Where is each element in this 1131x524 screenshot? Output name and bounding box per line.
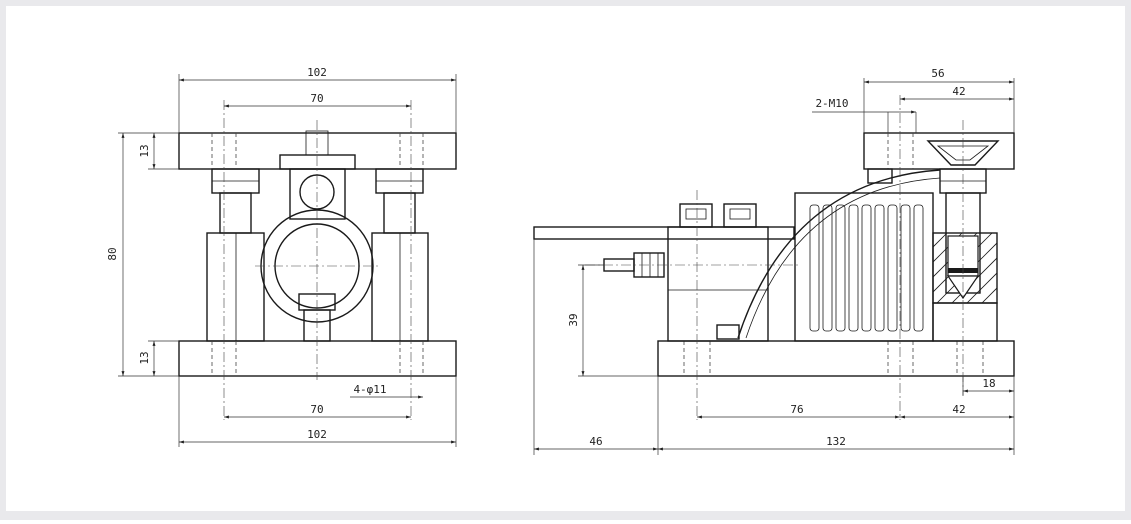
side-overhang-label: 46 bbox=[589, 435, 602, 448]
side-long-bar bbox=[533, 226, 795, 240]
side-view bbox=[533, 95, 1015, 420]
side-left-body bbox=[667, 226, 769, 342]
side-top-offset-label: 42 bbox=[952, 85, 965, 98]
side-cap-screw-2 bbox=[723, 203, 757, 228]
side-cable-inner bbox=[745, 177, 941, 339]
front-left-stud bbox=[219, 192, 252, 234]
front-bracket bbox=[289, 168, 346, 220]
front-view bbox=[178, 100, 457, 420]
side-cable-clip bbox=[716, 324, 740, 340]
side-height-label: 39 bbox=[567, 313, 580, 326]
side-top-block bbox=[867, 168, 893, 184]
side-base-length-label: 132 bbox=[826, 435, 846, 448]
side-top-width-label: 56 bbox=[931, 67, 944, 80]
front-right-stud bbox=[383, 192, 416, 234]
front-top-width-label: 102 bbox=[307, 66, 327, 79]
side-span-42-label: 42 bbox=[952, 403, 965, 416]
side-top-plate bbox=[863, 132, 1015, 170]
side-bellows bbox=[809, 204, 924, 332]
front-top-thickness-label: 13 bbox=[138, 144, 151, 157]
side-thread-callout: 2-M10 bbox=[815, 97, 848, 110]
front-bottom-hole-spacing-label: 70 bbox=[310, 403, 323, 416]
side-lower-block bbox=[932, 302, 998, 342]
side-cap-screw-1 bbox=[679, 203, 713, 228]
side-cable-outer bbox=[737, 169, 941, 339]
front-dimensions: 102 70 13 80 13 4-φ11 70 102 bbox=[106, 66, 457, 447]
side-dimensions: 56 42 2-M10 39 18 76 42 46 132 bbox=[533, 67, 1015, 455]
front-total-height-label: 80 bbox=[106, 247, 119, 260]
side-span-76-label: 76 bbox=[790, 403, 803, 416]
front-hole-callout: 4-φ11 bbox=[353, 383, 386, 396]
side-countersunk-screw bbox=[926, 140, 1000, 166]
front-bottom-thickness-label: 13 bbox=[138, 351, 151, 364]
front-top-hole-spacing-label: 70 bbox=[310, 92, 323, 105]
side-right-edge-label: 18 bbox=[982, 377, 995, 390]
drawing-sheet bbox=[6, 6, 1125, 511]
front-bottom-width-label: 102 bbox=[307, 428, 327, 441]
